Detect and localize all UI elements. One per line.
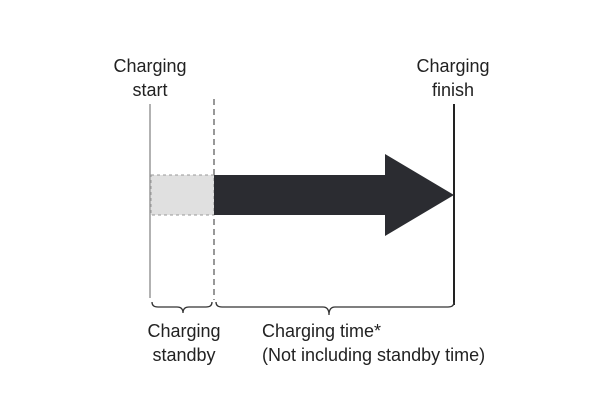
- charging-finish-label-line2: finish: [431, 80, 475, 100]
- charging-finish-label-line1: Charging: [416, 56, 490, 76]
- standby-bar: [150, 174, 215, 216]
- charging-start-label-line2: start: [132, 80, 168, 100]
- charging-standby-label-line1: Charging: [147, 321, 221, 341]
- standby-brace: [151, 301, 213, 314]
- charging-finish-label: Charging finish: [416, 54, 489, 102]
- charging-arrow: [214, 154, 454, 236]
- charging-start-label: Charging start: [113, 54, 186, 102]
- charging-standby-label-line2: standby: [152, 345, 216, 365]
- charging-start-label-line1: Charging: [113, 56, 187, 76]
- charging-time-brace: [215, 301, 455, 316]
- charging-time-label: Charging time* (Not including standby ti…: [262, 319, 485, 367]
- charging-standby-label: Charging standby: [147, 319, 220, 367]
- charging-time-label-line2: (Not including standby time): [262, 345, 486, 365]
- charging-time-label-line1: Charging time*: [262, 321, 382, 341]
